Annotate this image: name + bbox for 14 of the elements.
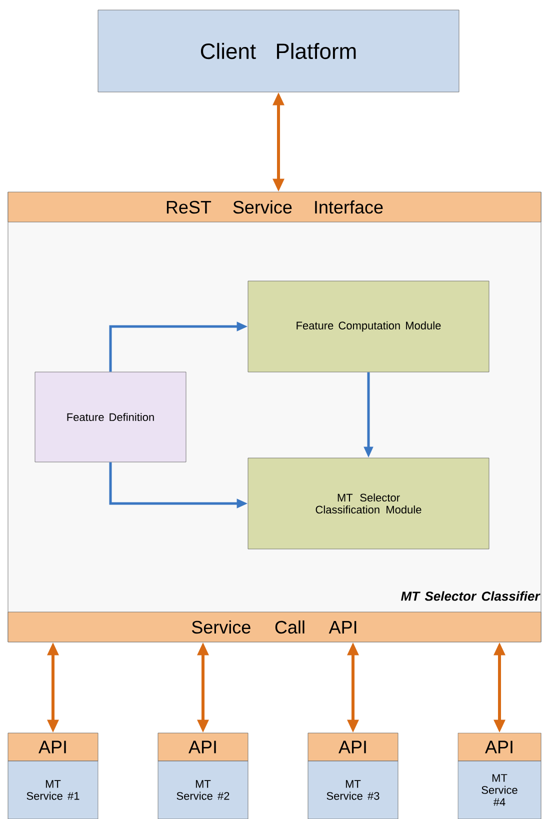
interface-band: API	[158, 732, 248, 762]
service-box: MT Service #4	[458, 760, 542, 819]
service-box: MT Service #2	[158, 760, 248, 819]
service-box: MT Service #1	[8, 760, 98, 819]
module-box: Feature Definition	[34, 372, 186, 462]
module-box: Feature Computation Module	[248, 280, 490, 372]
interface-band: API	[458, 732, 542, 762]
interface-band: API	[8, 732, 98, 762]
interface-band: API	[308, 732, 398, 762]
module-box: MT Selector Classification Module	[248, 458, 490, 550]
interface-band: Service Call API	[8, 612, 542, 642]
interface-band: ReST Service Interface	[8, 192, 542, 222]
platform-box: Client Platform	[98, 10, 460, 92]
service-box: MT Service #3	[308, 760, 398, 819]
